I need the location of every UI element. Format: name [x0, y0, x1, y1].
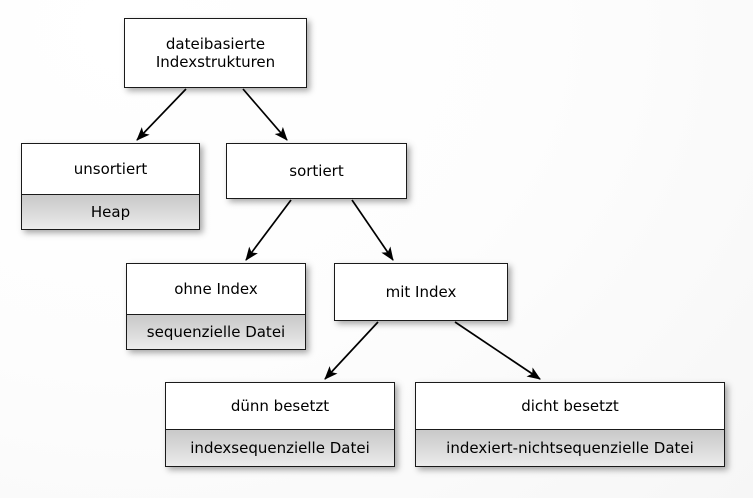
node-mit-index[interactable]: mit Index — [334, 263, 508, 321]
node-label-ohne-index: ohne Index — [127, 264, 305, 315]
node-sublabel-ohne-index: sequenzielle Datei — [127, 315, 305, 349]
node-label-dicht-besetzt: dicht besetzt — [416, 383, 724, 430]
edge-root-to-unsortiert — [136, 88, 187, 141]
edge-mit-index-to-duenn — [324, 321, 379, 380]
node-sublabel-dicht-besetzt: indexiert-nichtsequenzielle Datei — [416, 430, 724, 466]
edge-mit-index-to-dicht — [454, 321, 541, 380]
edge-sortiert-to-mit-index — [351, 199, 394, 261]
node-label-mit-index: mit Index — [335, 264, 507, 320]
node-label-root: dateibasierte Indexstrukturen — [125, 19, 306, 87]
node-sortiert[interactable]: sortiert — [226, 143, 407, 199]
node-sublabel-duenn-besetzt: indexsequenzielle Datei — [166, 430, 394, 466]
node-sublabel-unsortiert: Heap — [22, 195, 199, 229]
node-label-duenn-besetzt: dünn besetzt — [166, 383, 394, 430]
edge-sortiert-to-ohne-index — [245, 199, 292, 261]
edge-root-to-sortiert — [242, 88, 288, 141]
node-label-sortiert: sortiert — [227, 144, 406, 198]
node-label-unsortiert: unsortiert — [22, 144, 199, 195]
node-root[interactable]: dateibasierte Indexstrukturen — [124, 18, 307, 88]
